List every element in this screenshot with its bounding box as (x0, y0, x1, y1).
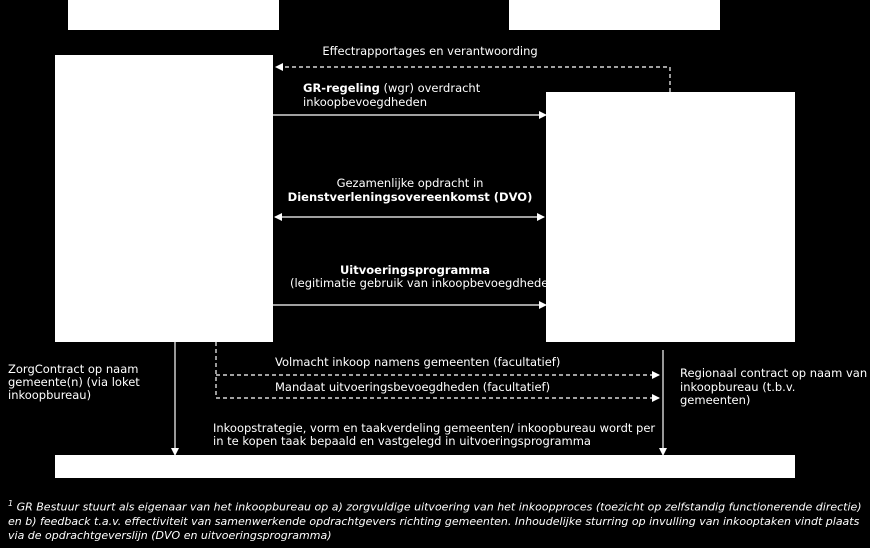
volmacht-label: Volmacht inkoop namens gemeenten (facult… (275, 355, 561, 369)
gr-label-bold: GR-regeling (303, 81, 380, 95)
strategy-line: Inkoopstrategie, vorm en taakverdeling g… (213, 421, 656, 435)
bottom-bar (55, 455, 795, 478)
effect-arrow (275, 63, 671, 92)
gr-label: GR-regeling (wgr) overdracht (303, 81, 480, 95)
strategy-line: in te kopen taak bepaald en vastgelegd i… (213, 434, 591, 448)
dvo-label-line1: Gezamenlijke opdracht in (336, 176, 484, 190)
top-right-box (509, 0, 720, 30)
gemeenten-box (55, 55, 273, 342)
footnote-text: GR Bestuur stuurt als eigenaar van het i… (8, 500, 862, 542)
mandaat-label: Mandaat uitvoeringsbevoegdheden (faculta… (275, 380, 551, 394)
uit-label-line2: (legitimatie gebruik van inkoopbevoegdhe… (290, 276, 556, 290)
left-note-line: gemeente(n) (via loket (8, 375, 140, 389)
gr-label-line2: inkoopbevoegdheden (303, 95, 428, 109)
effect-label: Effectrapportages en verantwoording (322, 44, 538, 58)
right-note-line: Regionaal contract op naam van (680, 366, 868, 380)
left-note-line: inkoopbureau) (8, 388, 92, 402)
left-note-line: ZorgContract op naam (8, 362, 139, 376)
dvo-label-line2: Dienstverleningsovereenkomst (DVO) (287, 190, 533, 204)
right-note-line: gemeenten) (680, 393, 751, 407)
inkoopbureau-box (546, 92, 795, 342)
footnote-marker: 1 (8, 499, 14, 508)
top-left-box (68, 0, 279, 30)
gr-label-rest: (wgr) overdracht (379, 81, 481, 95)
footnote: 1 GR Bestuur stuurt als eigenaar van het… (8, 497, 863, 543)
right-note-line: inkoopbureau (t.b.v. (680, 380, 796, 394)
uit-label-line1: Uitvoeringsprogramma (339, 263, 491, 277)
